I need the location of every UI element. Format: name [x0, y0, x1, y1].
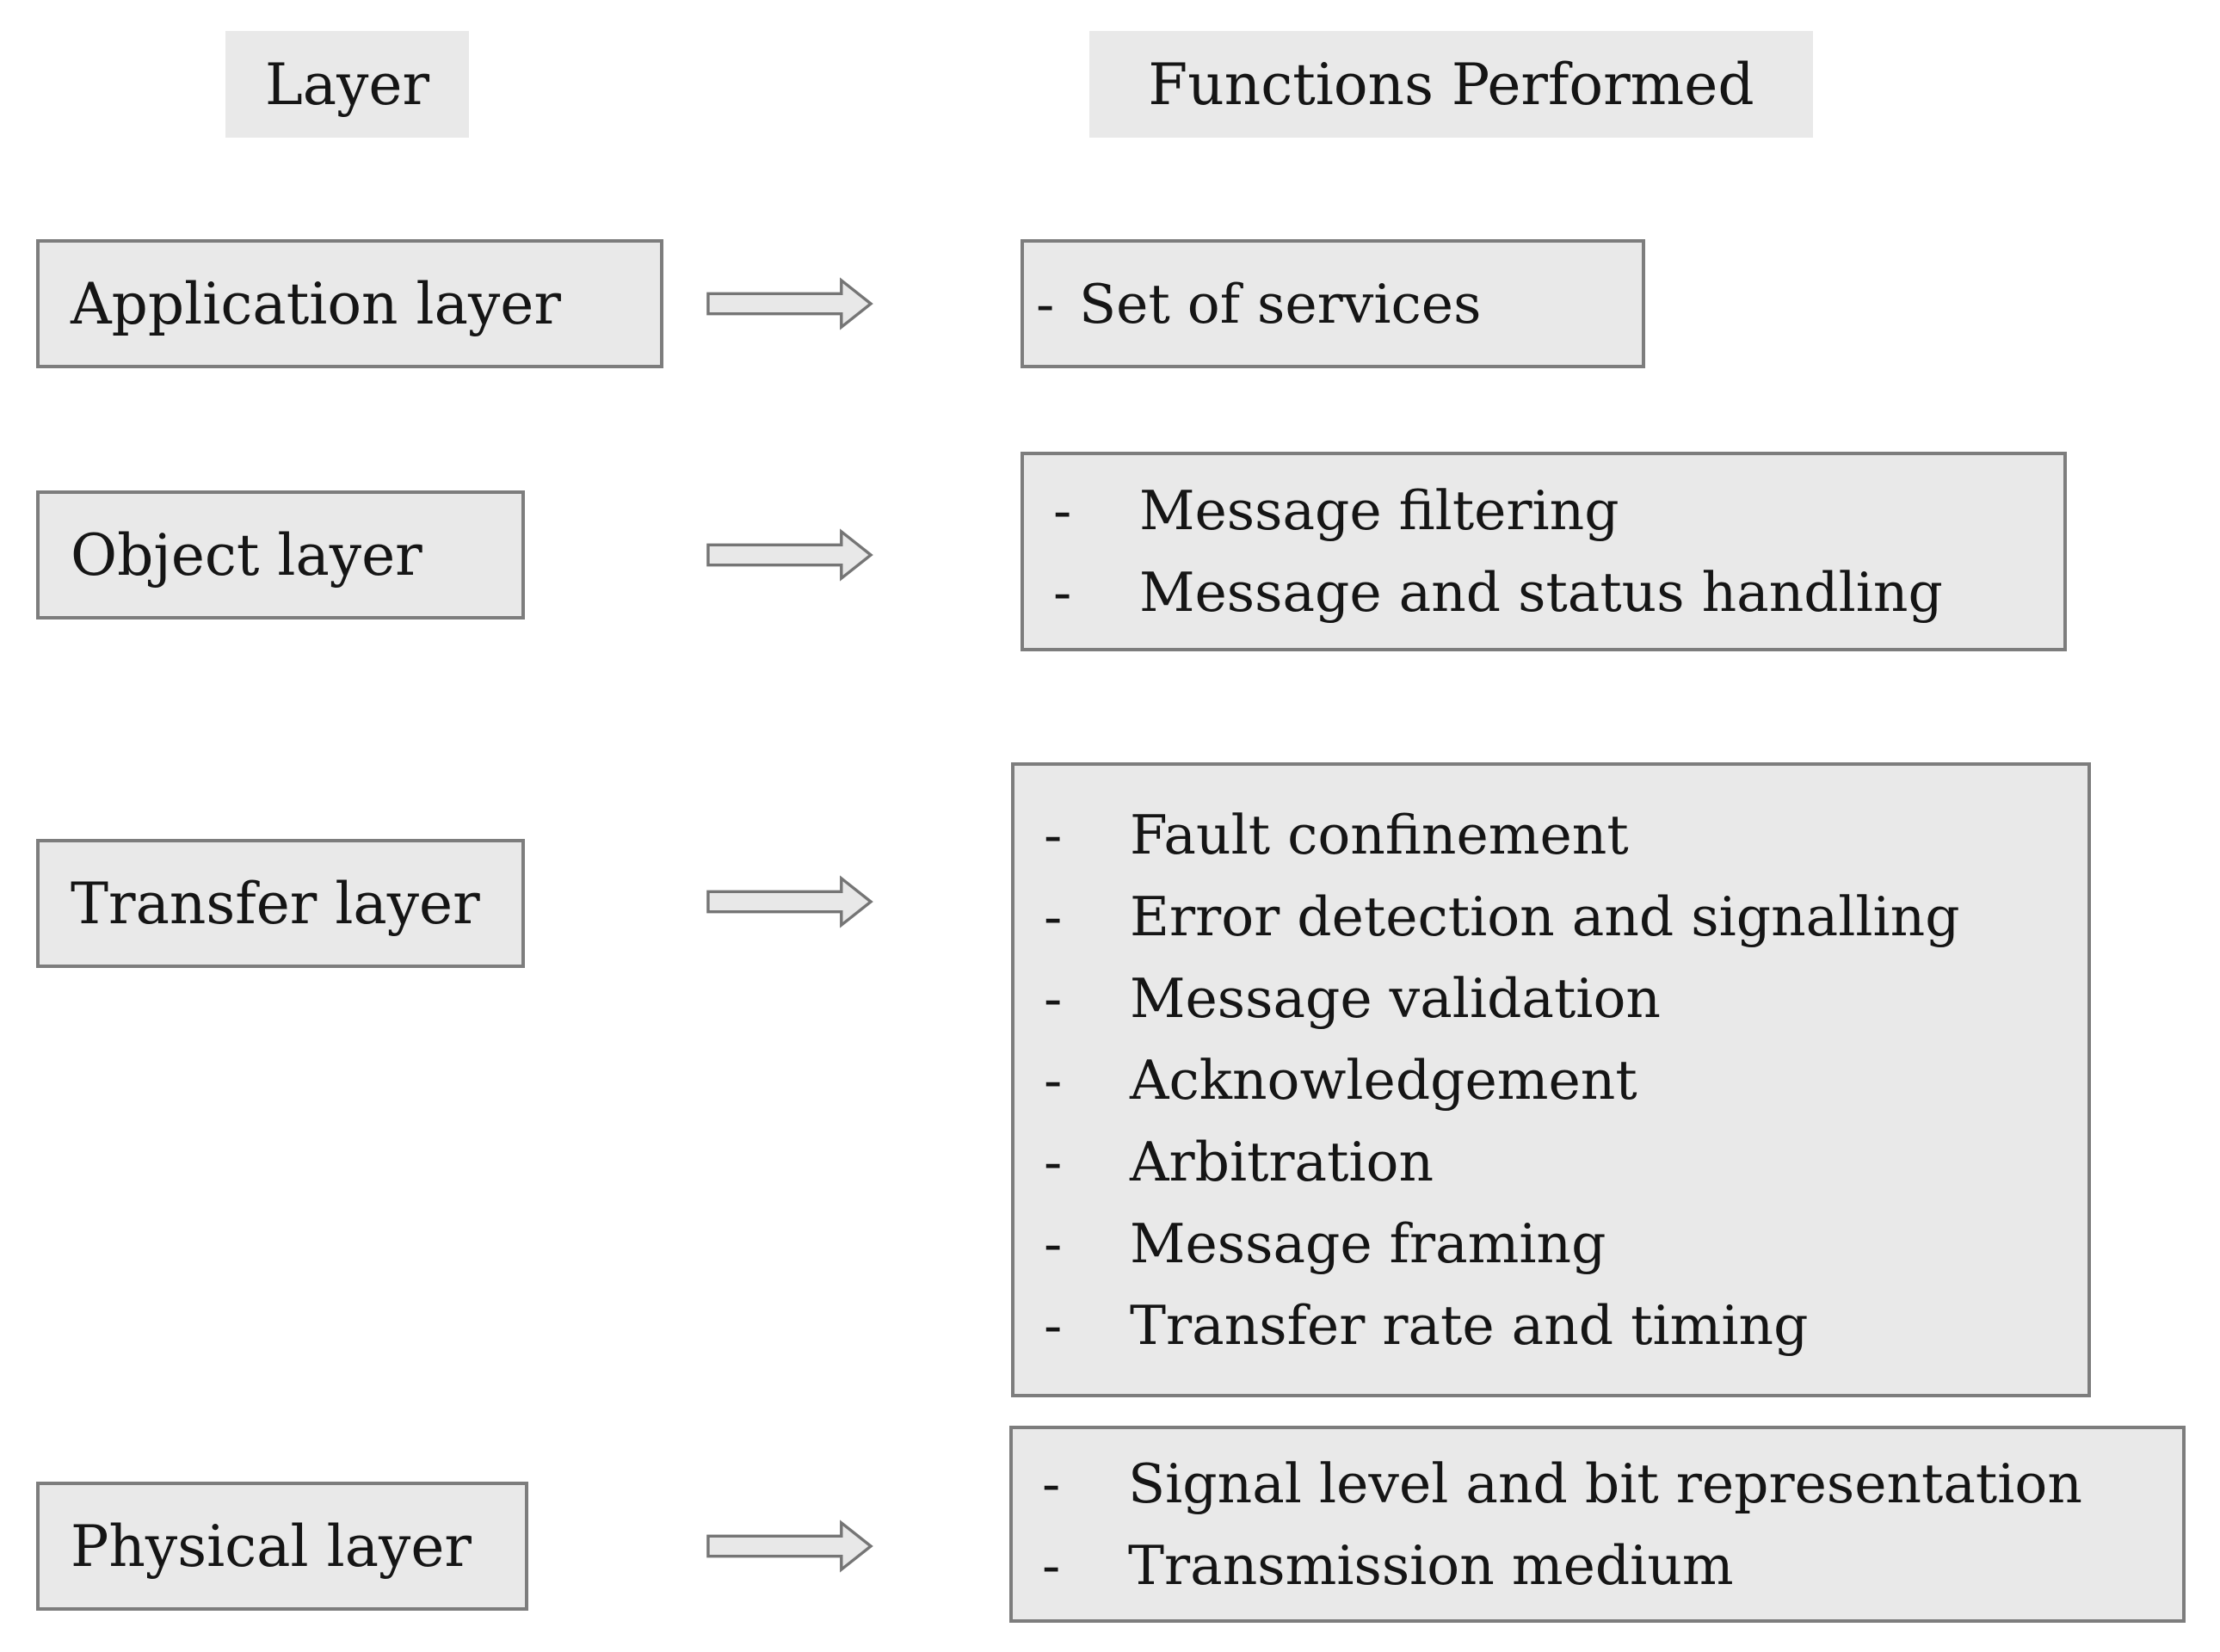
function-item: - Message and status handling [1024, 552, 2063, 633]
layer-box-application: Application layer [36, 239, 663, 368]
function-item: - Fault confinement [1014, 794, 2087, 876]
layer-box-physical: Physical layer [36, 1482, 528, 1611]
function-item: - Message framing [1014, 1203, 2087, 1285]
dash-bullet: - [1044, 1048, 1063, 1112]
right-arrow-icon [706, 1519, 874, 1574]
dash-bullet: - [1053, 561, 1072, 624]
layer-box-object: Object layer [36, 490, 525, 620]
functions-box-transfer: - Fault confinement - Error detection an… [1011, 762, 2091, 1397]
layer-box-transfer: Transfer layer [36, 839, 525, 968]
functions-box-physical: - Signal level and bit representation - … [1009, 1426, 2186, 1623]
function-item-label: Message validation [1130, 966, 1661, 1030]
right-arrow-icon [706, 874, 874, 929]
function-item-label: Fault confinement [1130, 803, 1629, 866]
functions-box-application: - Set of services [1021, 239, 1645, 368]
function-item-label: Acknowledgement [1130, 1048, 1637, 1112]
dash-bullet: - [1044, 1293, 1063, 1357]
column-header-functions-label: Functions Performed [1148, 51, 1754, 118]
function-item: - Signal level and bit representation [1013, 1443, 2182, 1525]
function-item: - Arbitration [1014, 1121, 2087, 1203]
function-item: - Transmission medium [1013, 1525, 2182, 1606]
function-item: - Error detection and signalling [1014, 876, 2087, 958]
right-arrow-icon [706, 527, 874, 583]
dash-bullet: - [1042, 1533, 1061, 1597]
function-item-label: Arbitration [1130, 1130, 1434, 1193]
dash-bullet: - [1044, 966, 1063, 1030]
function-item-label: Message framing [1130, 1211, 1606, 1275]
functions-box-object: - Message filtering - Message and status… [1021, 452, 2067, 651]
column-header-layer: Layer [225, 31, 469, 138]
function-item: - Transfer rate and timing [1014, 1285, 2087, 1366]
dash-bullet: - [1042, 1452, 1061, 1515]
column-header-functions-performed: Functions Performed [1089, 31, 1813, 138]
layer-box-object-label: Object layer [71, 521, 422, 589]
function-item-label: Signal level and bit representation [1128, 1452, 2082, 1515]
dash-bullet: - [1036, 272, 1055, 336]
function-item: - Message validation [1014, 958, 2087, 1039]
layer-box-transfer-label: Transfer layer [71, 870, 480, 937]
dash-bullet: - [1053, 479, 1072, 542]
function-item: - Acknowledgement [1014, 1039, 2087, 1121]
function-item-label: Message filtering [1139, 479, 1619, 542]
dash-bullet: - [1044, 1211, 1063, 1275]
function-item-label: Transfer rate and timing [1130, 1293, 1809, 1357]
function-item: - Message filtering [1024, 470, 2063, 552]
function-item-label: Transmission medium [1128, 1533, 1734, 1597]
function-item-label: Message and status handling [1139, 561, 1943, 624]
function-item-label: Error detection and signalling [1130, 885, 1960, 948]
layer-box-application-label: Application layer [71, 270, 561, 337]
dash-bullet: - [1044, 1130, 1063, 1193]
right-arrow-icon [706, 276, 874, 331]
dash-bullet: - [1044, 885, 1063, 948]
function-item-label: Set of services [1079, 272, 1482, 336]
column-header-layer-label: Layer [264, 51, 430, 118]
function-item: - Set of services [1024, 263, 1642, 345]
layer-box-physical-label: Physical layer [71, 1513, 472, 1580]
dash-bullet: - [1044, 803, 1063, 866]
